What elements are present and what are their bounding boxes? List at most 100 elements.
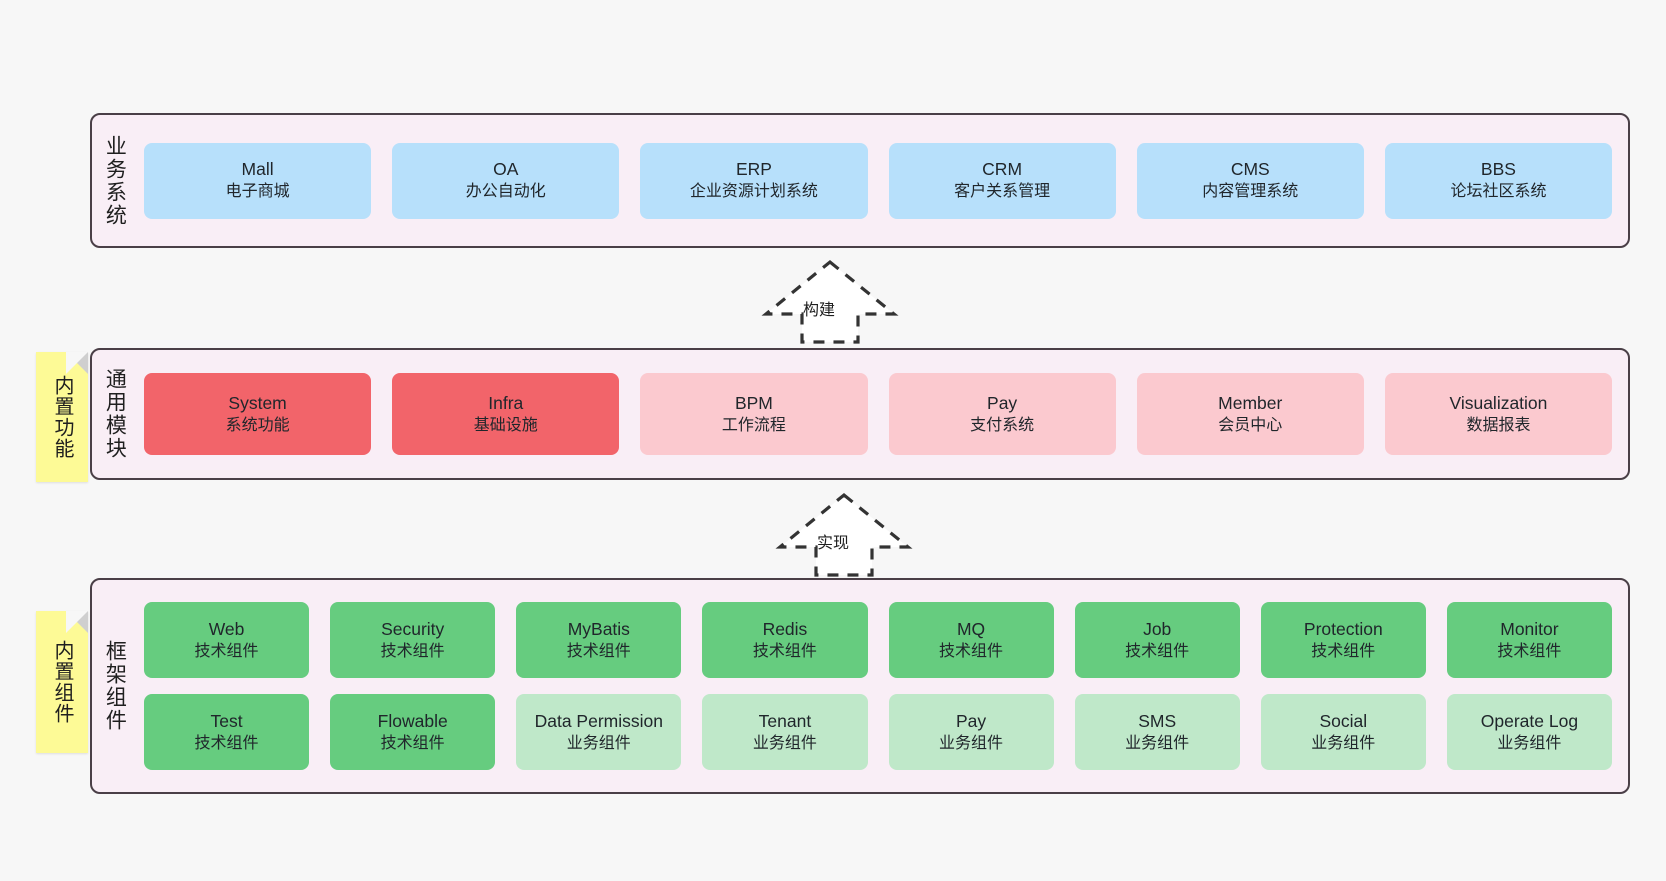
framework-box-flowable[interactable]: Flowable 技术组件: [330, 694, 496, 770]
box-title: Operate Log: [1480, 710, 1579, 731]
box-subtitle: 技术组件: [939, 642, 1004, 660]
arrow-implement-label: 实现: [817, 535, 850, 552]
box-title: Visualization: [1449, 392, 1548, 413]
sticky-note-label: 内置组件: [51, 640, 73, 724]
framework-box-mybatis[interactable]: MyBatis 技术组件: [516, 602, 682, 678]
arrow-build-shape: [761, 259, 899, 344]
sticky-note-builtin-function: 内置功能: [36, 352, 88, 482]
box-title: Redis: [762, 618, 808, 639]
box-title: ERP: [735, 159, 772, 180]
box-title: Pay: [955, 710, 987, 731]
box-subtitle: 会员中心: [1218, 416, 1283, 434]
box-subtitle: 支付系统: [970, 416, 1035, 434]
box-subtitle: 技术组件: [380, 734, 445, 752]
box-subtitle: 业务组件: [939, 734, 1004, 752]
business-box-crm[interactable]: CRM 客户关系管理: [888, 142, 1116, 219]
box-title: Mall: [241, 159, 274, 180]
box-subtitle: 系统功能: [225, 416, 290, 434]
box-title: Social: [1319, 710, 1368, 731]
framework-box-mq[interactable]: MQ 技术组件: [888, 602, 1054, 678]
business-box-cms[interactable]: CMS 内容管理系统: [1136, 142, 1364, 219]
framework-box-pay[interactable]: Pay 业务组件: [888, 694, 1054, 770]
box-title: Pay: [987, 392, 1018, 413]
business-box-bbs[interactable]: BBS 论坛社区系统: [1384, 142, 1613, 219]
arrow-implement: 实现: [771, 491, 917, 579]
business-box-oa[interactable]: OA 办公自动化: [392, 142, 620, 219]
box-subtitle: 技术组件: [566, 642, 631, 660]
box-subtitle: 论坛社区系统: [1450, 183, 1547, 201]
box-subtitle: 技术组件: [380, 642, 445, 660]
sticky-fold-cut-icon: [66, 611, 88, 633]
box-subtitle: 基础设施: [473, 416, 538, 434]
module-box-infra[interactable]: Infra 基础设施: [392, 373, 620, 455]
framework-box-protection[interactable]: Protection 技术组件: [1260, 602, 1426, 678]
box-title: Monitor: [1500, 618, 1559, 639]
box-title: Infra: [488, 392, 524, 413]
box-title: OA: [493, 159, 519, 180]
box-title: Protection: [1303, 618, 1383, 639]
framework-box-sms[interactable]: SMS 业务组件: [1074, 694, 1240, 770]
module-box-member[interactable]: Member 会员中心: [1136, 373, 1364, 455]
box-title: Member: [1218, 392, 1283, 413]
box-subtitle: 技术组件: [1125, 642, 1190, 660]
layer-label-framework: 框架组件: [103, 640, 127, 732]
sticky-note-builtin-component: 内置组件: [36, 611, 88, 753]
box-title: SMS: [1138, 710, 1177, 731]
framework-box-job[interactable]: Job 技术组件: [1074, 602, 1240, 678]
box-subtitle: 办公自动化: [465, 183, 546, 201]
framework-box-monitor[interactable]: Monitor 技术组件: [1446, 602, 1612, 678]
box-title: CMS: [1230, 159, 1270, 180]
box-subtitle: 技术组件: [1311, 642, 1376, 660]
box-title: MyBatis: [567, 618, 630, 639]
framework-box-redis[interactable]: Redis 技术组件: [702, 602, 868, 678]
layer-label-common-module: 通用模块: [103, 368, 127, 460]
arrow-implement-shape: [775, 492, 913, 577]
box-subtitle: 客户关系管理: [954, 183, 1051, 201]
box-subtitle: 内容管理系统: [1202, 183, 1299, 201]
box-title: Test: [210, 710, 243, 731]
module-box-pay[interactable]: Pay 支付系统: [888, 373, 1116, 455]
framework-box-tenant[interactable]: Tenant 业务组件: [702, 694, 868, 770]
box-title: Tenant: [758, 710, 812, 731]
box-title: Web: [208, 618, 245, 639]
box-subtitle: 工作流程: [721, 416, 786, 434]
business-box-erp[interactable]: ERP 企业资源计划系统: [640, 142, 868, 219]
box-title: CRM: [982, 159, 1023, 180]
box-title: Job: [1143, 618, 1172, 639]
framework-box-operate-log[interactable]: Operate Log 业务组件: [1446, 694, 1612, 770]
box-title: MQ: [956, 618, 986, 639]
box-subtitle: 企业资源计划系统: [689, 183, 818, 201]
framework-box-web[interactable]: Web 技术组件: [144, 602, 310, 678]
box-title: Flowable: [377, 710, 448, 731]
box-subtitle: 技术组件: [194, 642, 259, 660]
box-title: BBS: [1480, 159, 1516, 180]
layer-label-business: 业务系统: [103, 134, 127, 227]
box-subtitle: 业务组件: [1497, 734, 1562, 752]
sticky-note-label: 内置功能: [51, 375, 73, 459]
box-subtitle: 技术组件: [1497, 642, 1562, 660]
box-subtitle: 数据报表: [1466, 416, 1531, 434]
arrow-build-label: 构建: [803, 302, 836, 319]
box-subtitle: 业务组件: [752, 734, 817, 752]
module-box-visualization[interactable]: Visualization 数据报表: [1384, 373, 1613, 455]
box-subtitle: 技术组件: [752, 642, 817, 660]
box-subtitle: 业务组件: [1125, 734, 1190, 752]
